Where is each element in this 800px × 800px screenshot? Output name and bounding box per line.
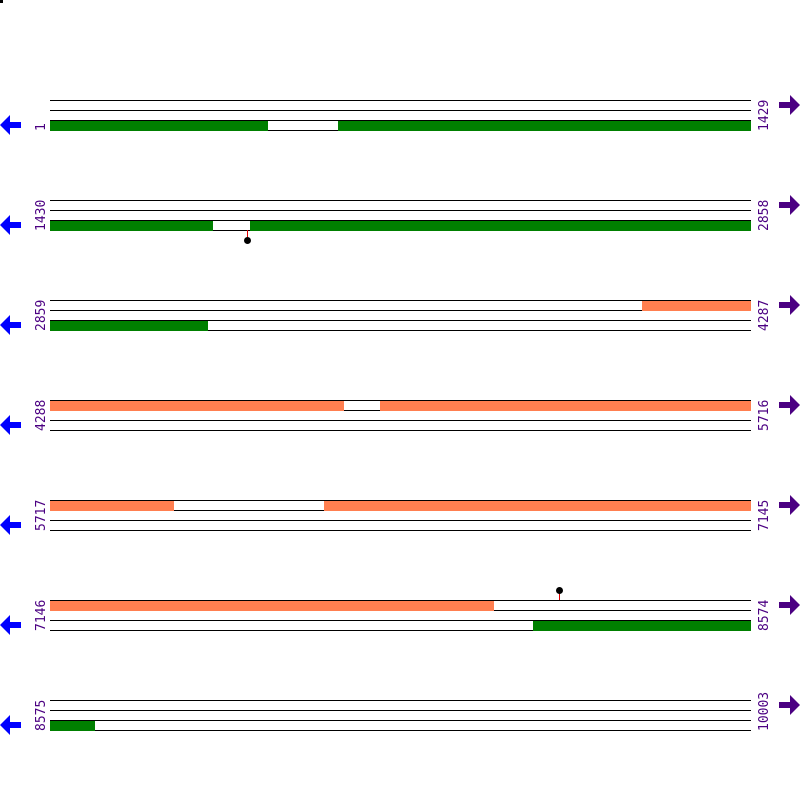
forward-feature[interactable] xyxy=(50,601,494,611)
sequence-row: 4288 5716 xyxy=(0,390,800,450)
track-line xyxy=(50,630,751,631)
row-start-label: 1 xyxy=(34,123,49,131)
reverse-feature[interactable] xyxy=(50,321,208,331)
row-start-label: 7146 xyxy=(34,599,49,631)
row-end-label: 4287 xyxy=(757,299,772,331)
arrow-right-icon xyxy=(779,195,800,215)
track-line xyxy=(50,100,751,101)
sequence-row: 8575 10003 xyxy=(0,690,800,750)
row-start-label: 4288 xyxy=(34,399,49,431)
track-line xyxy=(50,320,751,321)
arrow-left-icon xyxy=(0,715,21,735)
site-marker-stem xyxy=(559,592,560,600)
track-line xyxy=(50,620,751,621)
track-line xyxy=(50,700,751,701)
forward-feature[interactable] xyxy=(324,501,751,511)
track-line xyxy=(50,220,751,221)
track-line xyxy=(50,110,751,111)
sequence-row: 1430 2858 xyxy=(0,190,800,250)
arrow-right-icon xyxy=(779,295,800,315)
track-line xyxy=(50,710,751,711)
reverse-feature[interactable] xyxy=(250,221,751,231)
track-line xyxy=(50,720,751,721)
track-line xyxy=(50,500,751,501)
arrow-left-icon xyxy=(0,315,21,335)
track-line xyxy=(50,420,751,421)
row-end-label: 7145 xyxy=(757,499,772,531)
reverse-feature[interactable] xyxy=(50,221,213,231)
track-line xyxy=(50,200,751,201)
reverse-feature[interactable] xyxy=(338,121,751,131)
arrow-right-icon xyxy=(779,595,800,615)
arrow-left-icon xyxy=(0,215,21,235)
row-start-label: 8575 xyxy=(34,699,49,731)
reverse-feature[interactable] xyxy=(50,121,268,131)
track-line xyxy=(50,530,751,531)
track-line xyxy=(50,310,751,311)
feature-gap[interactable] xyxy=(174,500,324,511)
track-line xyxy=(50,400,751,401)
track-line xyxy=(50,520,751,521)
arrow-right-icon xyxy=(779,495,800,515)
feature-gap[interactable] xyxy=(213,220,250,231)
forward-feature[interactable] xyxy=(50,401,344,411)
site-marker-stem xyxy=(247,230,248,240)
feature-gap[interactable] xyxy=(268,120,338,131)
row-start-label: 2859 xyxy=(34,299,49,331)
sequence-row: 2859 4287 xyxy=(0,290,800,350)
sequence-row: 1 1429 xyxy=(0,90,800,150)
row-end-label: 10003 xyxy=(757,691,772,731)
row-start-label: 5717 xyxy=(34,499,49,531)
row-end-label: 1429 xyxy=(757,99,772,131)
feature-gap[interactable] xyxy=(344,400,380,411)
arrow-left-icon xyxy=(0,615,21,635)
reverse-feature[interactable] xyxy=(50,721,95,731)
row-end-label: 5716 xyxy=(757,399,772,431)
track-line xyxy=(50,730,751,731)
arrow-right-icon xyxy=(779,695,800,715)
arrow-left-icon xyxy=(0,115,21,135)
track-line xyxy=(50,210,751,211)
row-end-label: 2858 xyxy=(757,199,772,231)
row-end-label: 8574 xyxy=(757,599,772,631)
arrow-left-icon xyxy=(0,415,21,435)
row-start-label: 1430 xyxy=(34,199,49,231)
site-marker[interactable] xyxy=(556,587,563,594)
track-line xyxy=(50,600,751,601)
arrow-left-icon xyxy=(0,515,21,535)
forward-feature[interactable] xyxy=(50,501,174,511)
track-line xyxy=(50,430,751,431)
forward-feature[interactable] xyxy=(642,301,751,311)
track-line xyxy=(50,120,751,121)
track-line xyxy=(50,300,751,301)
sequence-row: 7146 8574 xyxy=(0,587,800,650)
forward-feature[interactable] xyxy=(380,401,751,411)
track-line xyxy=(50,330,751,331)
site-marker[interactable] xyxy=(244,237,251,244)
arrow-right-icon xyxy=(779,95,800,115)
arrow-right-icon xyxy=(779,395,800,415)
reverse-feature[interactable] xyxy=(533,621,751,631)
sequence-row: 5717 7145 xyxy=(0,490,800,550)
corner-mark xyxy=(0,0,3,3)
